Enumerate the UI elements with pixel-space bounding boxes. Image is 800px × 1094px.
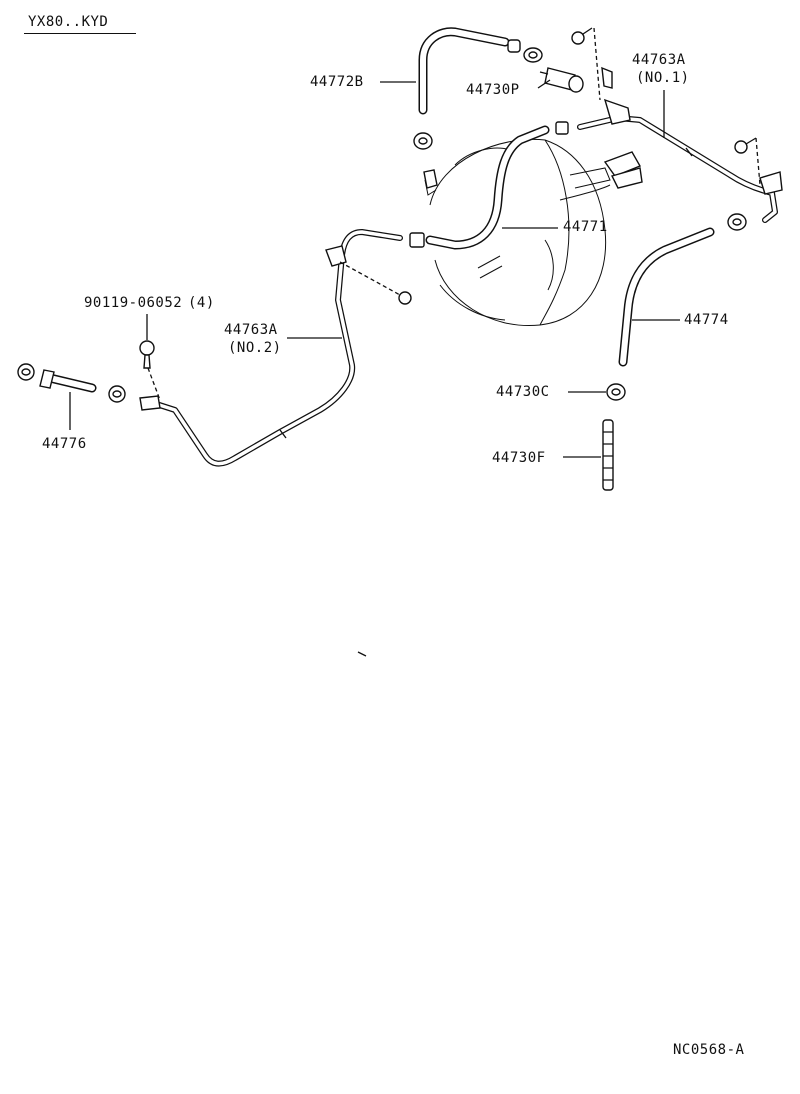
bolts-top-drawing [571, 27, 761, 186]
model-header: YX80..KYD [28, 14, 109, 30]
clamps-middle-drawing [413, 121, 747, 231]
label-44763a-no2-note: (NO.2) [228, 340, 282, 356]
hose-44774-drawing [618, 227, 715, 367]
label-44771[interactable]: 44771 [563, 219, 608, 235]
label-44763a-no1-note: (NO.1) [636, 70, 690, 86]
label-90119[interactable]: 90119-06052 [84, 295, 183, 311]
model-header-underline [24, 33, 136, 34]
bolt-90119-drawing [139, 340, 161, 401]
check-valve-44730p-drawing [539, 67, 584, 93]
connector-44730f-drawing [602, 419, 614, 491]
label-44730c[interactable]: 44730C [496, 384, 550, 400]
clamp-top-drawing [523, 47, 543, 63]
label-90119-qty: (4) [188, 295, 215, 311]
label-44774[interactable]: 44774 [684, 312, 729, 328]
pipe-44763a-no1-drawing [577, 66, 783, 223]
drawing-code: NC0568-A [673, 1042, 745, 1058]
label-44730p[interactable]: 44730P [466, 82, 520, 98]
label-44763a-no2[interactable]: 44763A [224, 322, 278, 338]
leader-lines [69, 79, 680, 458]
pipe-44763a-no2-drawing [139, 229, 412, 467]
hose-44776-drawing [17, 363, 126, 403]
clamp-44730c-drawing [606, 383, 626, 401]
label-44772b[interactable]: 44772B [310, 74, 364, 90]
label-44730f[interactable]: 44730F [492, 450, 546, 466]
label-44763a-no1[interactable]: 44763A [632, 52, 686, 68]
label-44776[interactable]: 44776 [42, 436, 87, 452]
scan-specks [357, 651, 367, 657]
hose-44772b-drawing [418, 27, 521, 115]
hose-44771-drawing [409, 125, 550, 250]
brake-booster-drawing [423, 138, 643, 327]
